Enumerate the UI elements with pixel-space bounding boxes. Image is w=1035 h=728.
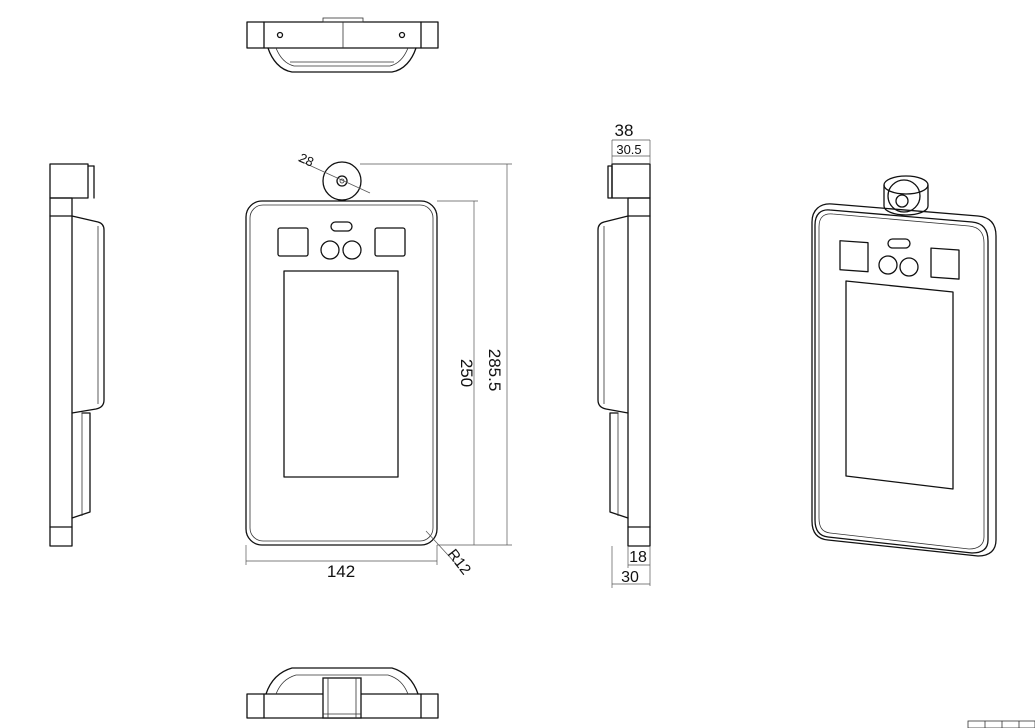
dim-camera-28: 28 bbox=[297, 150, 316, 170]
left-side-view bbox=[49, 163, 105, 547]
isometric-view bbox=[811, 175, 997, 557]
bottom-view bbox=[246, 667, 439, 719]
screw-hole-icon bbox=[398, 31, 406, 39]
device-outline bbox=[245, 200, 438, 546]
camera-icon bbox=[322, 161, 362, 201]
sensor-window-icon bbox=[839, 240, 869, 273]
title-block-corner bbox=[967, 720, 1035, 728]
dim-depth-18: 18 bbox=[629, 549, 647, 566]
dim-depth-38: 38 bbox=[615, 121, 634, 140]
sensor-window-icon bbox=[374, 227, 406, 257]
lens-icon bbox=[342, 240, 362, 260]
sensor-window-icon bbox=[277, 227, 309, 257]
screen bbox=[283, 270, 399, 478]
dim-depth-30-5: 30.5 bbox=[616, 142, 641, 157]
lens-icon bbox=[899, 257, 919, 277]
camera-icon bbox=[887, 179, 921, 213]
top-view bbox=[246, 17, 439, 73]
dim-height-285-5: 285.5 bbox=[485, 349, 504, 392]
dim-width-142: 142 bbox=[327, 562, 355, 581]
dim-radius-r12: R12 bbox=[444, 546, 474, 578]
lens-icon bbox=[878, 255, 898, 275]
sensor-window-icon bbox=[930, 247, 960, 280]
screw-hole-icon bbox=[276, 31, 284, 39]
dim-height-250: 250 bbox=[457, 359, 476, 387]
right-side-view: 38 30.5 18 30 bbox=[597, 121, 651, 588]
lens-icon bbox=[320, 240, 340, 260]
light-sensor-icon bbox=[887, 238, 911, 249]
screen bbox=[845, 280, 954, 490]
light-sensor-icon bbox=[330, 221, 353, 232]
front-view: 142 250 285.5 R12 28 bbox=[245, 150, 512, 581]
dim-depth-30: 30 bbox=[621, 569, 639, 586]
